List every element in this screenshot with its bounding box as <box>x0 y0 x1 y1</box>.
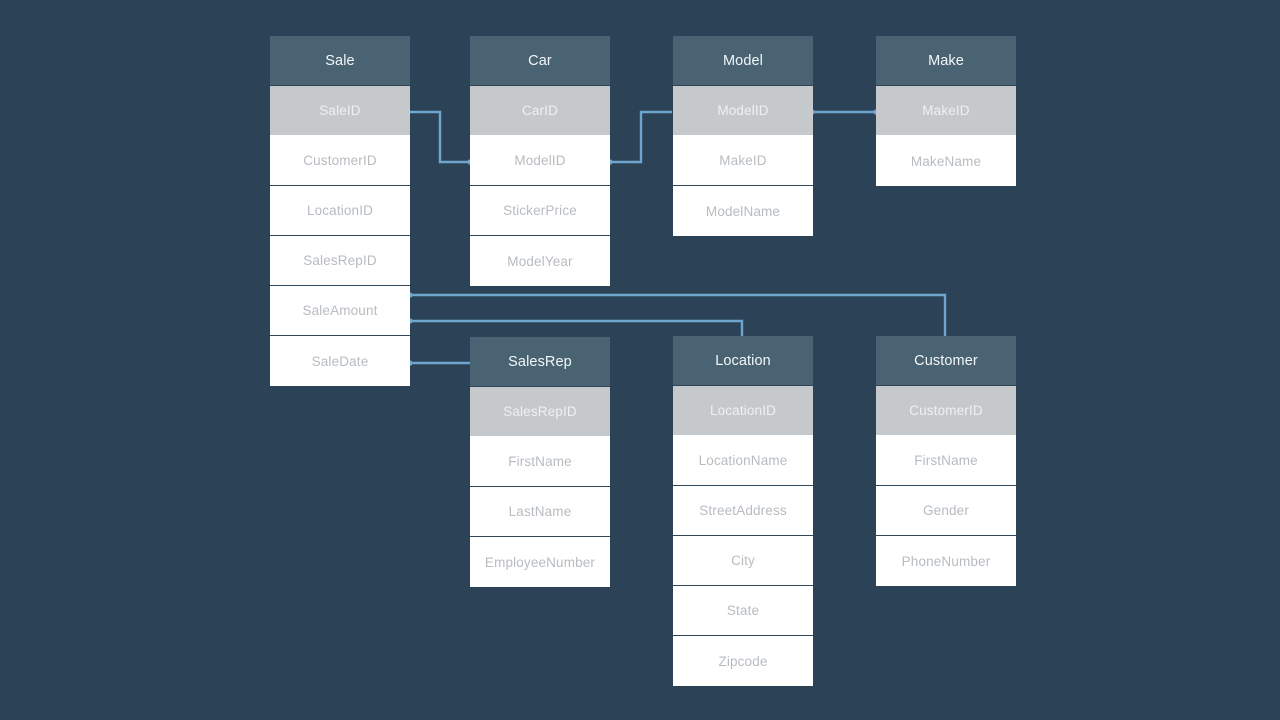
field-customer-firstname[interactable]: FirstName <box>876 436 1016 486</box>
field-sale-saledate[interactable]: SaleDate <box>270 336 410 386</box>
field-location-streetaddress[interactable]: StreetAddress <box>673 486 813 536</box>
primary-key-field-location-locationid[interactable]: LocationID <box>673 386 813 436</box>
field-location-zipcode[interactable]: Zipcode <box>673 636 813 686</box>
entity-title-sale: Sale <box>270 36 410 86</box>
field-customer-gender[interactable]: Gender <box>876 486 1016 536</box>
field-car-stickerprice[interactable]: StickerPrice <box>470 186 610 236</box>
field-sale-locationid[interactable]: LocationID <box>270 186 410 236</box>
field-model-makeid[interactable]: MakeID <box>673 136 813 186</box>
field-make-makename[interactable]: MakeName <box>876 136 1016 186</box>
entity-title-customer: Customer <box>876 336 1016 386</box>
entity-title-model: Model <box>673 36 813 86</box>
primary-key-field-make-makeid[interactable]: MakeID <box>876 86 1016 136</box>
field-location-state[interactable]: State <box>673 586 813 636</box>
primary-key-field-customer-customerid[interactable]: CustomerID <box>876 386 1016 436</box>
field-sale-saleamount[interactable]: SaleAmount <box>270 286 410 336</box>
field-location-locationname[interactable]: LocationName <box>673 436 813 486</box>
field-location-city[interactable]: City <box>673 536 813 586</box>
primary-key-field-model-modelid[interactable]: ModelID <box>673 86 813 136</box>
connector-car-to-sale <box>408 110 470 164</box>
field-sale-salesrepid[interactable]: SalesRepID <box>270 236 410 286</box>
entity-title-location: Location <box>673 336 813 386</box>
field-customer-phonenumber[interactable]: PhoneNumber <box>876 536 1016 586</box>
entity-title-salesrep: SalesRep <box>470 337 610 387</box>
primary-key-field-car-carid[interactable]: CarID <box>470 86 610 136</box>
primary-key-field-salesrep-salesrepid[interactable]: SalesRepID <box>470 387 610 437</box>
entity-title-make: Make <box>876 36 1016 86</box>
field-model-modelname[interactable]: ModelName <box>673 186 813 236</box>
field-sale-customerid[interactable]: CustomerID <box>270 136 410 186</box>
field-car-modelyear[interactable]: ModelYear <box>470 236 610 286</box>
field-salesrep-lastname[interactable]: LastName <box>470 487 610 537</box>
connector-sale-to-customer <box>410 293 947 340</box>
entity-title-car: Car <box>470 36 610 86</box>
primary-key-field-sale-saleid[interactable]: SaleID <box>270 86 410 136</box>
field-car-modelid[interactable]: ModelID <box>470 136 610 186</box>
field-salesrep-firstname[interactable]: FirstName <box>470 437 610 487</box>
connector-car-to-model <box>610 110 672 164</box>
field-salesrep-employeenumber[interactable]: EmployeeNumber <box>470 537 610 587</box>
